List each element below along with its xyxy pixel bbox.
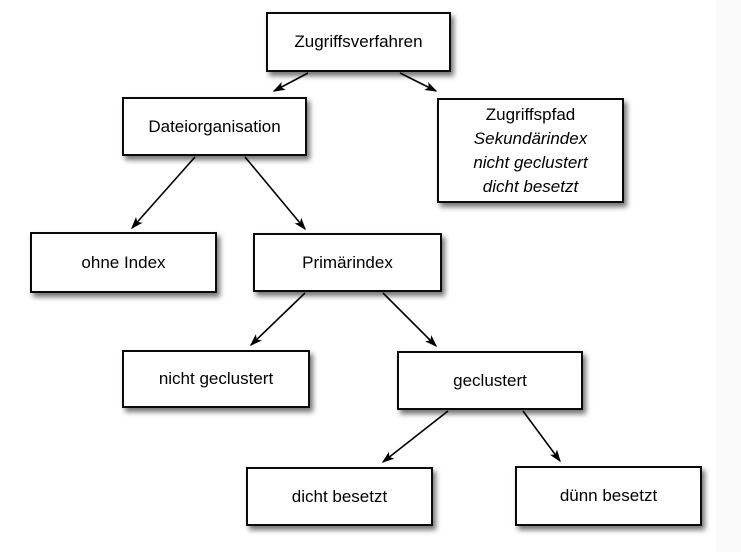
node-label: Zugriffsverfahren xyxy=(294,32,423,51)
node-label: dünn besetzt xyxy=(559,486,658,505)
node-label: Zugriffspfad xyxy=(485,104,576,124)
edge-dateiorganisation-to-primaerindex xyxy=(244,156,306,231)
node-primaerindex: Primärindex xyxy=(253,233,442,292)
edge-primaerindex-to-nicht-geclustert xyxy=(249,292,306,347)
edge-zugriffsverfahren-to-dateiorganisation xyxy=(272,72,309,92)
node-dicht-besetzt: dicht besetzt xyxy=(246,467,433,526)
node-label: ohne Index xyxy=(81,252,166,272)
node-label: nicht geclustert xyxy=(158,369,274,388)
node-nicht-geclustert: nicht geclustert xyxy=(122,350,310,408)
node-label: Dateiorganisation xyxy=(148,116,281,136)
node-zugriffsverfahren: Zugriffsverfahren xyxy=(266,12,451,72)
edge-zugriffsverfahren-to-zugriffspfad xyxy=(399,72,438,92)
edge-geclustert-to-duenn-besetzt xyxy=(522,410,561,463)
edge-dateiorganisation-to-ohne-index xyxy=(131,156,196,230)
node-label: dicht besetzt xyxy=(482,176,579,196)
node-label: Primärindex xyxy=(302,252,393,272)
node-dateiorganisation: Dateiorganisation xyxy=(122,97,307,156)
node-geclustert: geclustert xyxy=(397,351,583,410)
node-label: Sekundärindex xyxy=(473,128,588,148)
node-label: dicht besetzt xyxy=(291,486,388,506)
node-duenn-besetzt: dünn besetzt xyxy=(515,466,702,526)
node-label: nicht geclustert xyxy=(473,152,588,172)
node-ohne-index: ohne Index xyxy=(30,232,217,293)
edge-geclustert-to-dicht-besetzt xyxy=(381,410,449,463)
page-edge-strip xyxy=(716,0,741,552)
edge-primaerindex-to-geclustert xyxy=(382,292,438,348)
node-label: geclustert xyxy=(453,370,527,390)
